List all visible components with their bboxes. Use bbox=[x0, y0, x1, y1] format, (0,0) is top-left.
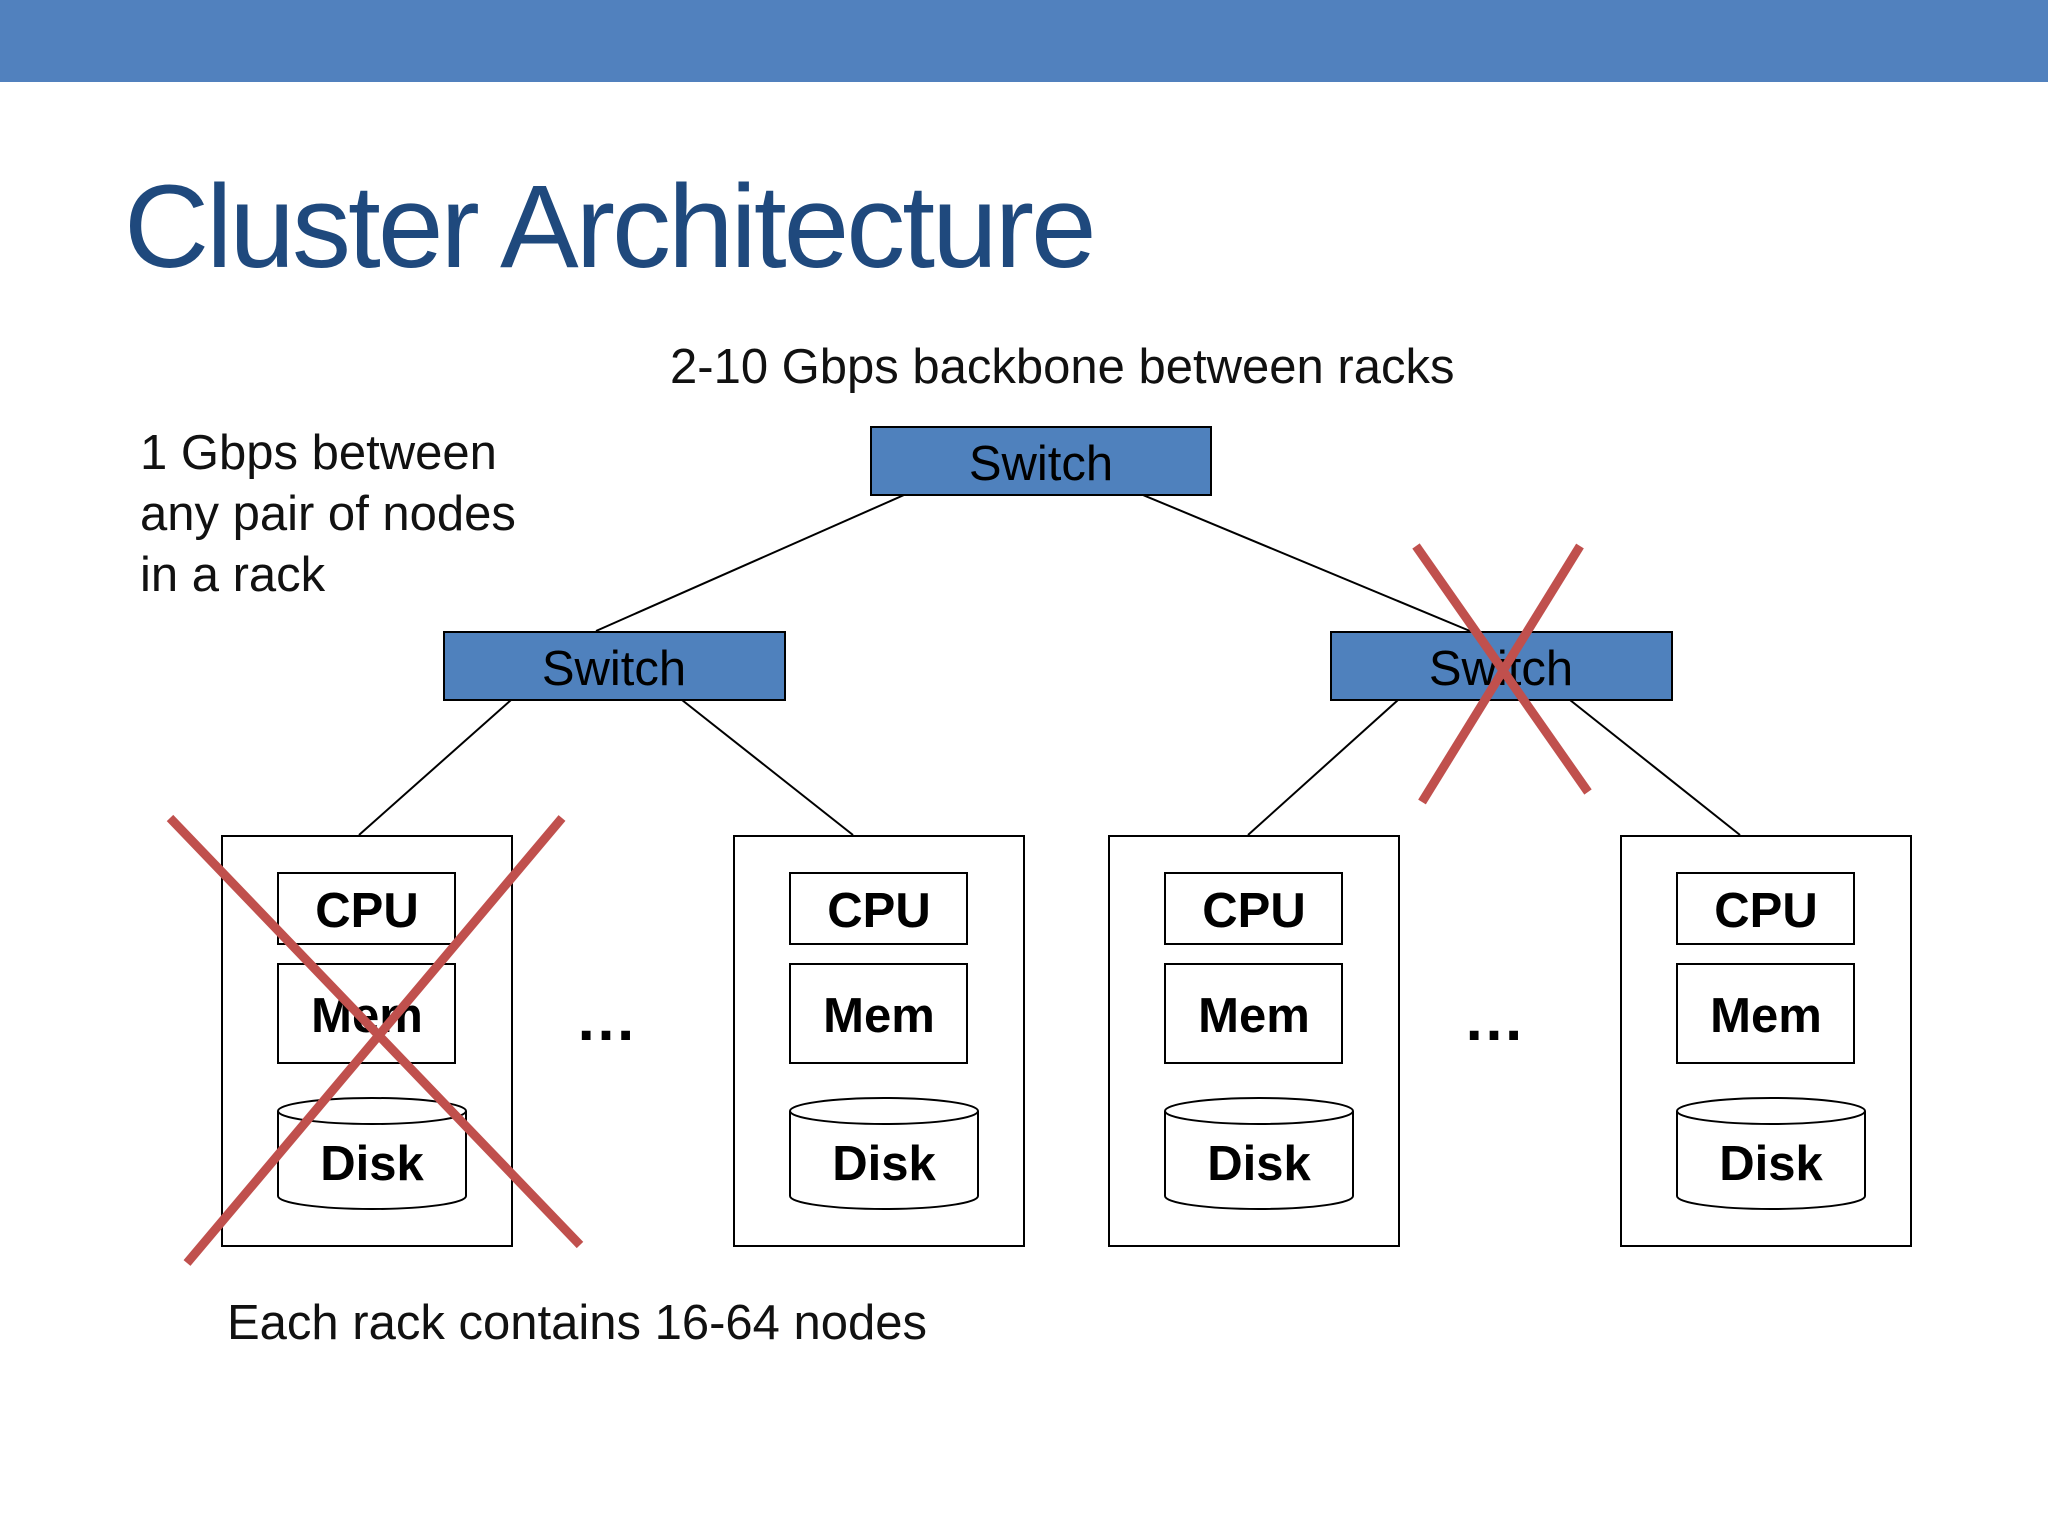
switch-rack-left: Switch bbox=[443, 631, 786, 701]
link-core-to-left-switch bbox=[595, 494, 905, 632]
rack-bandwidth-note: 1 Gbps between any pair of nodes in a ra… bbox=[140, 423, 516, 606]
link-right-switch-to-node-3 bbox=[1247, 699, 1399, 836]
switch-rack-left-box bbox=[443, 631, 786, 701]
node-2: CPU Mem Disk bbox=[733, 835, 1025, 1247]
node-3-disk-icon bbox=[1164, 1097, 1354, 1210]
rack-note-line-3: in a rack bbox=[140, 548, 326, 602]
links bbox=[358, 494, 1741, 836]
node-3-mem-box bbox=[1164, 963, 1343, 1064]
switch-rack-left-label: Switch bbox=[542, 642, 686, 696]
link-core-to-right-switch bbox=[1142, 494, 1471, 632]
node-4-disk-label: Disk bbox=[1719, 1137, 1823, 1191]
node-1-cpu-label: CPU bbox=[315, 884, 418, 938]
node-2-cpu-box bbox=[789, 872, 968, 945]
node-4-mem-box bbox=[1676, 963, 1855, 1064]
node-2-cpu-label: CPU bbox=[827, 884, 930, 938]
node-2-disk-label: Disk bbox=[832, 1137, 936, 1191]
node-3-cpu-box bbox=[1164, 872, 1343, 945]
link-left-switch-to-node-2 bbox=[681, 699, 854, 836]
node-1-mem-label: Mem bbox=[311, 989, 423, 1043]
link-left-switch-to-node-1 bbox=[358, 699, 512, 836]
failure-x-icon-switch-right bbox=[1412, 543, 1592, 805]
node-2-mem-label: Mem bbox=[823, 989, 935, 1043]
link-right-switch-to-node-4 bbox=[1569, 699, 1741, 836]
switch-core: Switch bbox=[870, 426, 1212, 496]
slide-title: Cluster Architecture bbox=[124, 161, 1097, 293]
node-4-cpu-label: CPU bbox=[1714, 884, 1817, 938]
rack-note-line-1: 1 Gbps between bbox=[140, 426, 497, 480]
backbone-note: 2-10 Gbps backbone between racks bbox=[670, 340, 1455, 394]
node-4-disk-icon bbox=[1676, 1097, 1866, 1210]
node-2-disk-icon bbox=[789, 1097, 979, 1210]
header-bar bbox=[0, 0, 2048, 82]
ellipsis-rack-left: … bbox=[575, 985, 637, 1054]
rack-note-line-2: any pair of nodes bbox=[140, 487, 516, 541]
failure-x-icon-node-1 bbox=[166, 814, 584, 1266]
ellipsis-rack-right: … bbox=[1463, 985, 1525, 1054]
node-2-mem-box bbox=[789, 963, 968, 1064]
node-4-cpu-box bbox=[1676, 872, 1855, 945]
node-3: CPU Mem Disk bbox=[1108, 835, 1400, 1247]
rack-size-note: Each rack contains 16-64 nodes bbox=[227, 1296, 928, 1350]
node-3-cpu-label: CPU bbox=[1202, 884, 1305, 938]
node-1: CPU Mem Disk bbox=[221, 835, 513, 1247]
node-1-disk-label: Disk bbox=[320, 1137, 424, 1191]
node-3-mem-label: Mem bbox=[1198, 989, 1310, 1043]
node-3-disk-label: Disk bbox=[1207, 1137, 1311, 1191]
node-4-mem-label: Mem bbox=[1710, 989, 1822, 1043]
node-1-cpu-box bbox=[277, 872, 456, 945]
node-4: CPU Mem Disk bbox=[1620, 835, 1912, 1247]
switch-core-box bbox=[870, 426, 1212, 496]
switch-core-label: Switch bbox=[969, 437, 1113, 491]
node-1-disk-icon bbox=[277, 1097, 467, 1210]
